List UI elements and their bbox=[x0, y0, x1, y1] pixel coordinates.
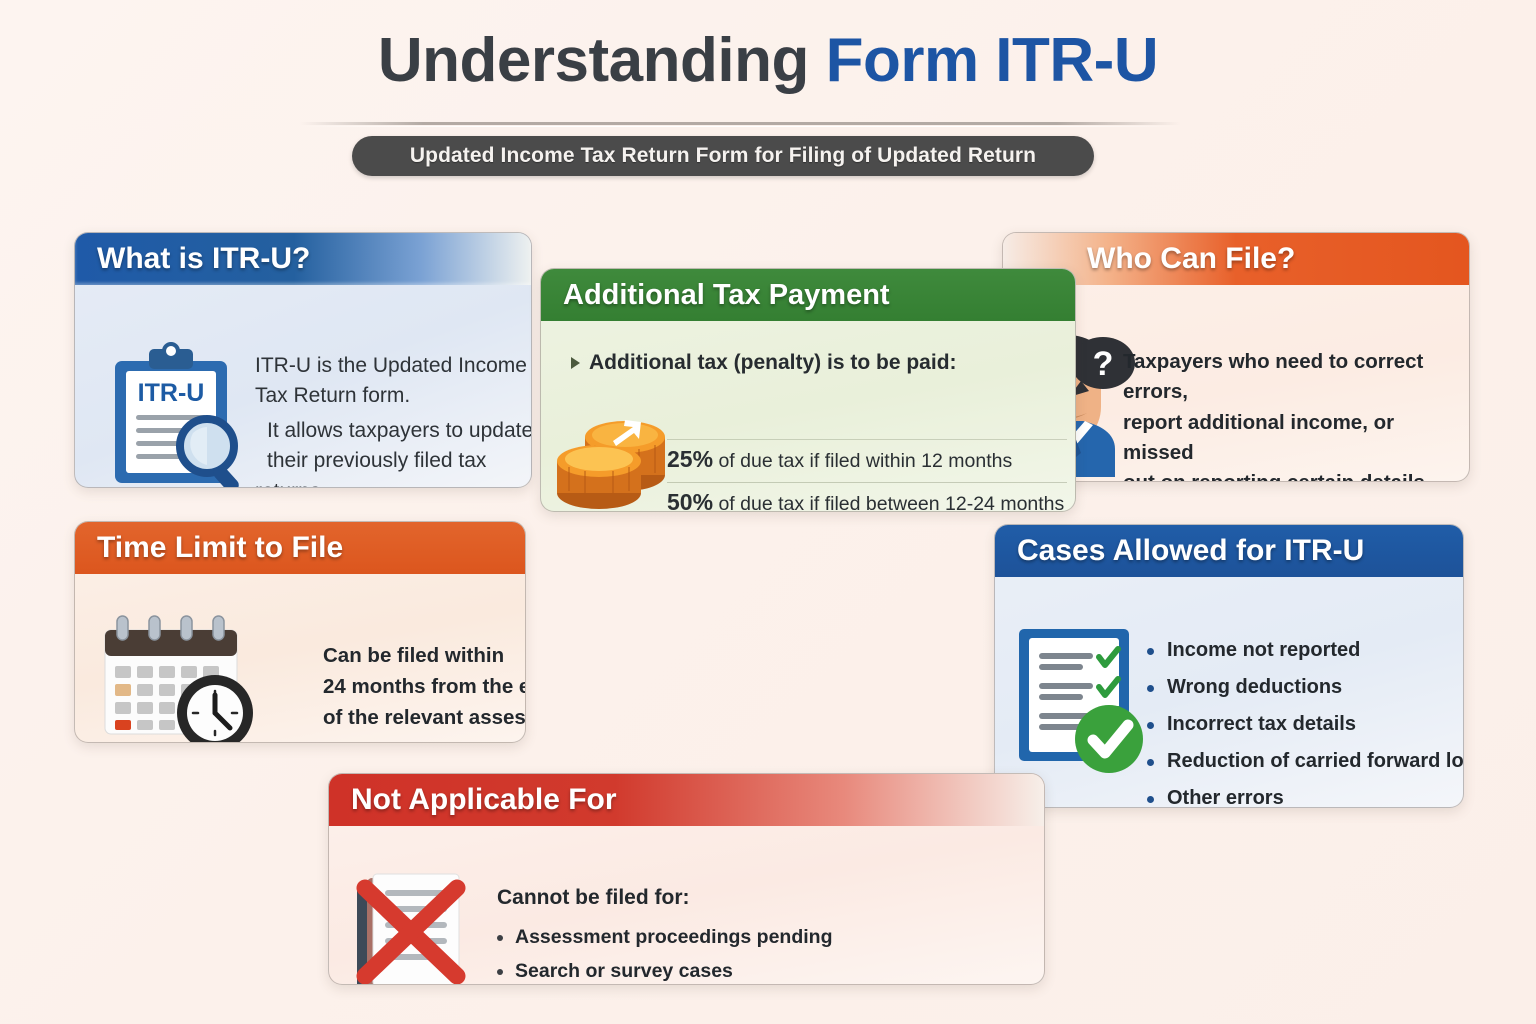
card-additional-tax-body: Additional tax (penalty) is to be paid: bbox=[541, 321, 1075, 511]
what-line-2: Tax Return form. bbox=[255, 384, 411, 408]
additional-tax-lead: Additional tax (penalty) is to be paid: bbox=[589, 351, 957, 374]
card-cases-allowed-title: Cases Allowed for ITR-U bbox=[1017, 534, 1365, 567]
card-what-is-itru-text: ITR-U is the Updated Income Tax Return f… bbox=[255, 351, 532, 487]
coin-stack-icon bbox=[551, 389, 681, 511]
list-item: Assessment proceedings pending bbox=[497, 926, 833, 949]
not-applicable-lead: Cannot be filed for: bbox=[497, 886, 690, 909]
rate-text: of due tax if filed between 12-24 months bbox=[713, 493, 1065, 512]
card-time-limit-body: Can be filed within 24 months from the e… bbox=[75, 574, 525, 742]
card-time-limit-title: Time Limit to File bbox=[97, 531, 344, 564]
rate-row: 50% of due tax if filed between 12-24 mo… bbox=[667, 483, 1067, 512]
subtitle-text: Updated Income Tax Return Form for Filin… bbox=[409, 144, 1037, 167]
title-divider bbox=[300, 122, 1180, 125]
card-cases-allowed: Cases Allowed for ITR-U bbox=[994, 524, 1464, 808]
additional-tax-rates: 25% of due tax if filed within 12 months… bbox=[667, 439, 1067, 512]
what-line-4: their previously filed tax returns bbox=[255, 449, 487, 487]
time-line-3: of the relevant assessment bbox=[323, 706, 526, 730]
clipboard-magnifier-icon: ITR-U bbox=[93, 333, 253, 487]
time-line-2: 24 months from the end bbox=[323, 675, 525, 699]
card-not-applicable-for: Not Applicable For bbox=[328, 773, 1045, 985]
card-not-applicable-body: Cannot be filed for: Assessment proceedi… bbox=[329, 826, 1044, 984]
rate-row: 25% of due tax if filed within 12 months bbox=[667, 439, 1067, 483]
card-additional-tax-payment: Additional Tax Payment Additional tax (p… bbox=[540, 268, 1076, 512]
rate-percent: 25% bbox=[667, 446, 714, 472]
who-line-3: out on reporting certain details bbox=[1123, 468, 1468, 481]
card-who-can-file-header: Who Can File? bbox=[1003, 233, 1469, 285]
card-what-is-itru-body: ITR-U ITR-U is the Updated Income bbox=[75, 285, 531, 487]
what-line-3: It allows taxpayers to update bbox=[267, 418, 532, 442]
document-cross-icon bbox=[351, 870, 501, 984]
card-additional-tax-header: Additional Tax Payment bbox=[541, 269, 1075, 321]
triangle-bullet-icon bbox=[571, 357, 580, 369]
list-item: Other errors bbox=[1147, 787, 1457, 807]
card-what-is-itru-header: What is ITR-U? bbox=[75, 233, 531, 285]
header-block: Understanding Form ITR-U bbox=[0, 28, 1536, 93]
who-line-1: Taxpayers who need to correct errors, bbox=[1123, 350, 1424, 404]
card-additional-tax-title: Additional Tax Payment bbox=[563, 278, 890, 311]
card-who-can-file-title: Who Can File? bbox=[1087, 242, 1296, 275]
cases-allowed-list: Income not reported Wrong deductions Inc… bbox=[1147, 639, 1463, 807]
card-not-applicable-title: Not Applicable For bbox=[351, 783, 617, 816]
list-item: Search or survey cases bbox=[497, 960, 833, 983]
list-item: Wrong deductions bbox=[1147, 676, 1457, 699]
question-mark-glyph: ? bbox=[1093, 345, 1114, 383]
title-part-understanding: Understanding bbox=[377, 26, 826, 95]
card-time-limit-text: Can be filed within 24 months from the e… bbox=[323, 640, 526, 742]
page-title: Understanding Form ITR-U bbox=[0, 28, 1536, 93]
checklist-document-icon bbox=[1009, 621, 1159, 786]
list-item: Incorrect tax details bbox=[1147, 713, 1457, 736]
title-divider-highlight bbox=[300, 126, 1180, 127]
subtitle-pill: Updated Income Tax Return Form for Filin… bbox=[352, 136, 1094, 176]
card-time-limit-header: Time Limit to File bbox=[75, 522, 525, 574]
rate-text: of due tax if filed within 12 months bbox=[713, 450, 1013, 472]
card-time-limit-to-file: Time Limit to File bbox=[74, 521, 526, 743]
card-what-is-itru-title: What is ITR-U? bbox=[97, 242, 311, 275]
calendar-clock-icon bbox=[91, 612, 266, 742]
card-not-applicable-header: Not Applicable For bbox=[329, 774, 1044, 826]
clipboard-label: ITR-U bbox=[138, 379, 205, 407]
not-applicable-list: Assessment proceedings pending Search or… bbox=[497, 926, 833, 984]
list-item: Reduction of carried forward loss bbox=[1147, 750, 1463, 773]
who-line-2: report additional income, or missed bbox=[1123, 410, 1395, 464]
card-cases-allowed-body: Income not reported Wrong deductions Inc… bbox=[995, 577, 1463, 807]
what-line-1: ITR-U is the Updated Income bbox=[255, 354, 527, 377]
card-who-can-file-text: Taxpayers who need to correct errors, re… bbox=[1123, 347, 1468, 481]
time-line-4: year. bbox=[323, 733, 525, 742]
list-item: Income not reported bbox=[1147, 639, 1457, 662]
rate-percent: 50% bbox=[667, 489, 714, 512]
card-who-can-file: Who Can File? ? Taxpayers who need t bbox=[1002, 232, 1470, 482]
title-part-form-itru: Form ITR-U bbox=[825, 26, 1159, 95]
additional-tax-lead-row: Additional tax (penalty) is to be paid: bbox=[571, 351, 1057, 375]
card-what-is-itru: What is ITR-U? ITR-U bbox=[74, 232, 532, 488]
card-cases-allowed-header: Cases Allowed for ITR-U bbox=[995, 525, 1463, 577]
time-line-1: Can be filed within bbox=[323, 644, 505, 667]
